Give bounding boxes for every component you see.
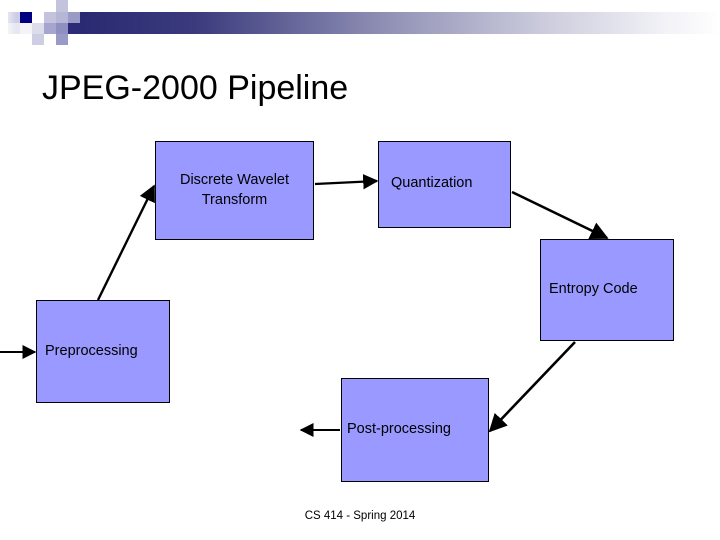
arrow-dwt-to-quantization: [314, 173, 379, 190]
arrow-quantization-to-entropy: [511, 190, 609, 240]
process-box-discrete-wavelet-transform[interactable]: Discrete Wavelet Transform: [155, 141, 314, 240]
process-box-quantization[interactable]: Quantization: [378, 141, 511, 228]
arrow-preprocessing-to-dwt: [96, 184, 156, 301]
footer-course-note: CS 414 - Spring 2014: [304, 510, 416, 522]
process-box-preprocessing[interactable]: Preprocessing: [36, 300, 170, 403]
arrow-entropy-to-postprocessing: [488, 341, 576, 433]
process-box-post-processing[interactable]: Post-processing: [341, 378, 489, 482]
page-title: JPEG-2000 Pipeline: [42, 69, 349, 107]
process-box-entropy-code[interactable]: Entropy Code: [540, 239, 674, 341]
